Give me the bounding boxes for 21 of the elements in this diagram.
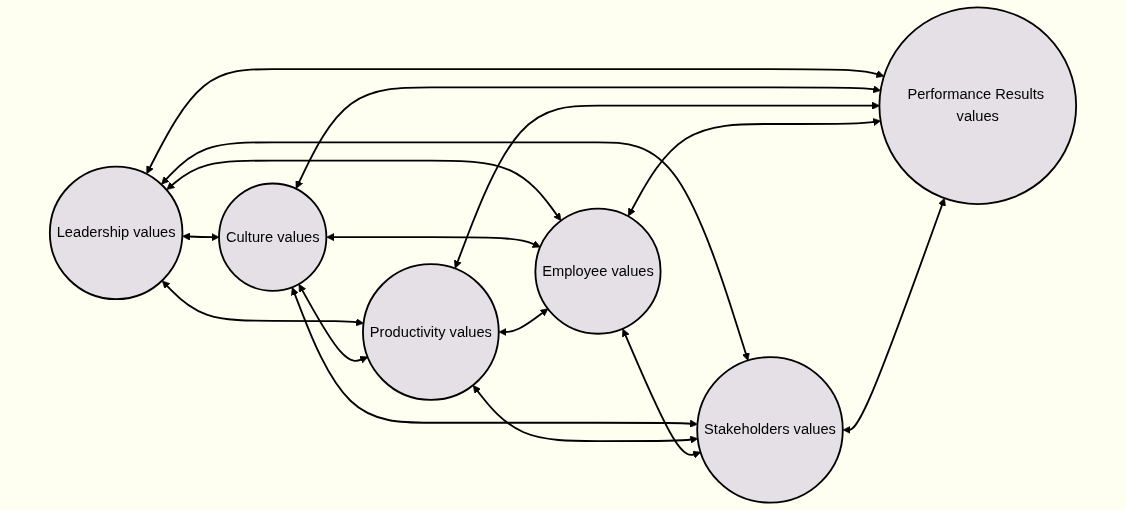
arrow bbox=[627, 118, 881, 217]
arrow bbox=[454, 101, 880, 269]
arrow bbox=[182, 232, 220, 242]
node-circle: Productivity values bbox=[362, 263, 500, 401]
arrow bbox=[166, 159, 562, 221]
arrow bbox=[622, 328, 702, 459]
arrow bbox=[498, 308, 549, 336]
arrow bbox=[326, 233, 541, 248]
arrow bbox=[162, 280, 364, 327]
arrow bbox=[298, 283, 369, 364]
node-circle: Leadership values bbox=[48, 165, 184, 301]
arrow bbox=[295, 85, 881, 189]
node-circle: Stakeholders values bbox=[696, 356, 844, 504]
node-circle: Performance Results values bbox=[878, 6, 1078, 205]
node-circle: Culture values bbox=[218, 182, 328, 292]
arrow bbox=[291, 287, 698, 428]
arrow bbox=[472, 385, 699, 444]
node-circle: Employee values bbox=[534, 207, 662, 335]
arrow bbox=[161, 141, 750, 361]
arrow bbox=[146, 68, 885, 175]
arrow bbox=[842, 197, 946, 434]
